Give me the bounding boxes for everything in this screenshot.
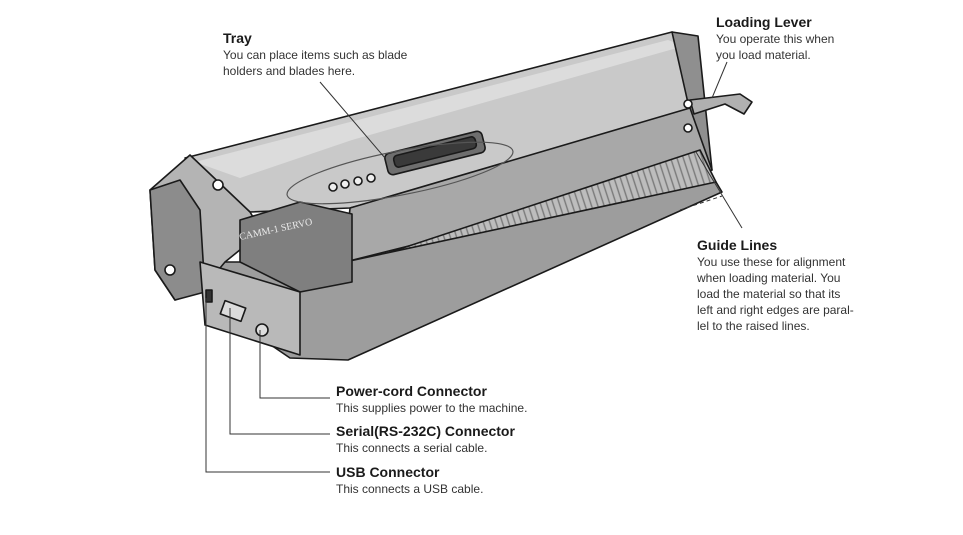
serial-title: Serial(RS-232C) Connector [336,423,515,439]
callout-guide-lines: Guide Lines You use these for alignment … [697,237,867,334]
tray-desc-line-1: You can place items such as blade [223,48,408,62]
guide-lines-desc-line-4: left and right edges are paral- [697,303,854,317]
power-cord-title: Power-cord Connector [336,383,487,399]
cutting-machine [149,31,753,361]
usb-desc: This connects a USB cable. [336,482,484,496]
power-port [255,323,269,337]
top-face-highlight [195,40,684,178]
power-cord-desc: This supplies power to the machine. [336,401,528,415]
loading-lever-desc-line-2: you load material. [716,48,811,62]
control-buttons [328,173,376,192]
callout-serial: Serial(RS-232C) Connector This connects … [336,423,636,456]
usb-title: USB Connector [336,464,440,480]
guide-lines-desc-line-3: load the material so that its [697,287,841,301]
callout-usb: USB Connector This connects a USB cable. [336,464,636,497]
callout-power-cord: Power-cord Connector This supplies power… [336,383,636,416]
leader-lines [205,61,743,473]
loading-lever-desc-line-1: You operate this when [716,32,835,46]
tray-desc-line-2: holders and blades here. [223,64,356,78]
tray-title: Tray [223,30,252,46]
guide-lines-desc-line-5: lel to the raised lines. [697,319,810,333]
loading-lever-title: Loading Lever [716,14,812,30]
callout-loading-lever: Loading Lever You operate this when you … [716,14,896,63]
usb-port [205,289,213,303]
serial-desc: This connects a serial cable. [336,441,488,455]
connector-panel [199,261,301,356]
serial-port [219,299,247,323]
guide-lines-title: Guide Lines [697,237,778,253]
callout-tray: Tray You can place items such as blade h… [223,30,453,79]
loading-lever [689,93,753,115]
tray-highlight [286,141,514,205]
guide-lines-desc-line-2: when loading material. You [697,271,841,285]
guide-lines-desc-line-1: You use these for alignment [697,255,846,269]
